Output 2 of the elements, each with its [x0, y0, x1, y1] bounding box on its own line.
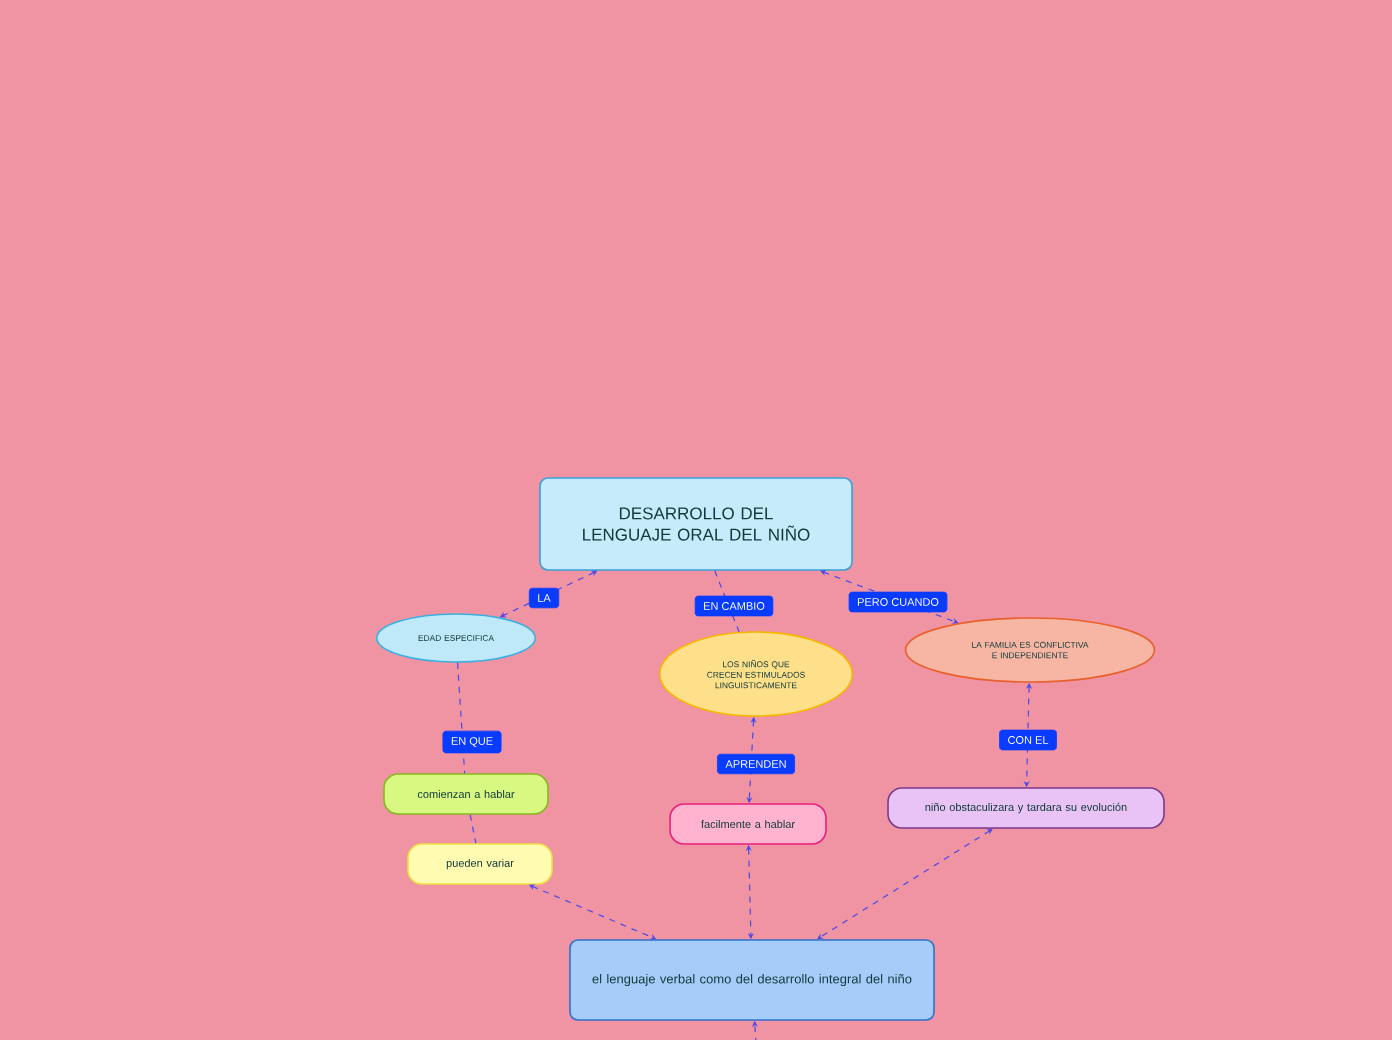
topic-box: DESARROLLO DEL LENGUAJE ORAL DEL NIÑO	[539, 477, 853, 571]
connector-arrow	[817, 828, 993, 940]
